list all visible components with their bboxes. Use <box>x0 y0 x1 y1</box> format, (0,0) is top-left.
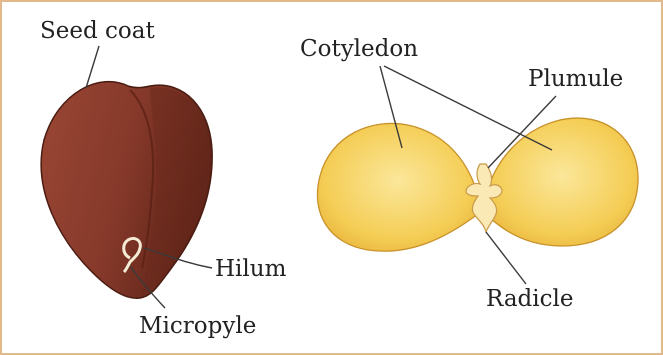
label-hilum: Hilum <box>215 256 287 282</box>
label-seed-coat: Seed coat <box>40 18 155 44</box>
leader-seed-coat <box>86 46 99 88</box>
seed-internal-view: Cotyledon Plumule Radicle <box>300 36 638 312</box>
leader-radicle <box>486 232 526 284</box>
label-cotyledon: Cotyledon <box>300 36 418 62</box>
cotyledon-left <box>317 123 478 251</box>
seed-external-view: Seed coat Hilum Micropyle <box>40 18 287 339</box>
cotyledon-right <box>486 118 638 246</box>
label-radicle: Radicle <box>486 286 574 312</box>
label-plumule: Plumule <box>528 66 623 92</box>
label-micropyle: Micropyle <box>139 313 256 339</box>
